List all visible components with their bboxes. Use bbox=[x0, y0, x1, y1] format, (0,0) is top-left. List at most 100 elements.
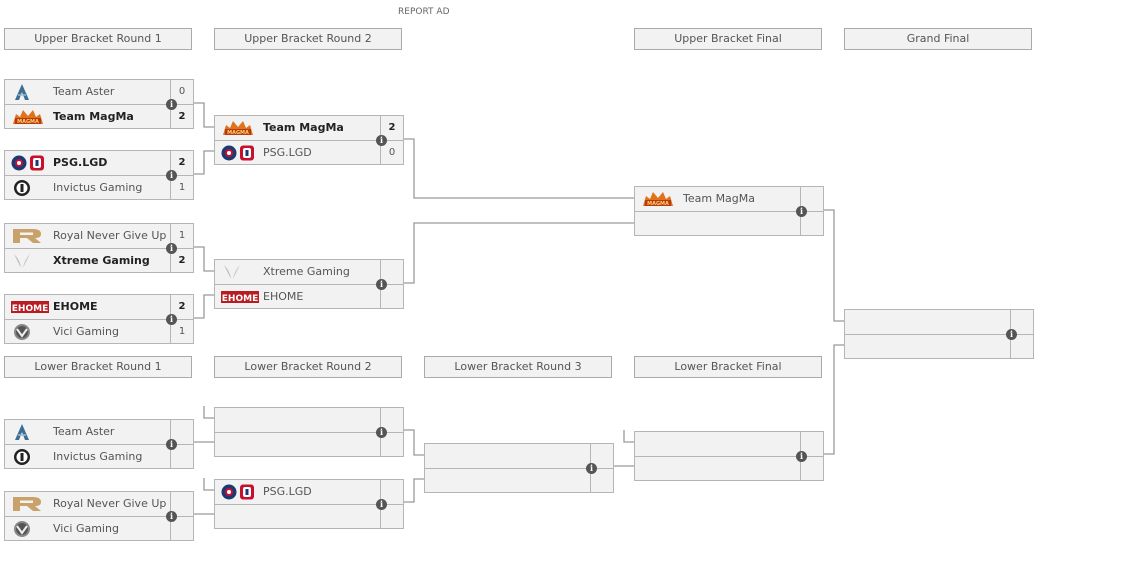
team-name-team-aster[interactable]: Team Aster bbox=[53, 85, 115, 98]
report-ad-link[interactable]: REPORT AD bbox=[398, 7, 450, 17]
team-slot-2[interactable]: Xtreme Gaming bbox=[5, 249, 171, 273]
team-slot-2[interactable]: PSG.LGD bbox=[215, 141, 381, 165]
team-name-xtreme-gaming[interactable]: Xtreme Gaming bbox=[53, 254, 150, 267]
slot-divider bbox=[5, 516, 193, 517]
match-gf[interactable]: i bbox=[844, 309, 1034, 359]
match-info-icon[interactable]: i bbox=[166, 99, 177, 110]
team-slot-2 bbox=[425, 469, 591, 493]
slot-divider bbox=[845, 334, 1033, 335]
psg-lgd-logo-icon bbox=[221, 144, 255, 162]
score-1: 0 bbox=[178, 86, 186, 97]
slot-divider bbox=[5, 319, 193, 320]
magma-logo-icon: MAGMA bbox=[641, 190, 675, 208]
team-slot-1[interactable]: Xtreme Gaming bbox=[215, 260, 381, 284]
header-upper-bracket-final: Upper Bracket Final bbox=[634, 28, 822, 50]
team-slot-1[interactable]: PSG.LGD bbox=[5, 151, 171, 175]
match-lb2a[interactable]: i bbox=[214, 407, 404, 457]
team-name-psg-lgd[interactable]: PSG.LGD bbox=[263, 485, 312, 498]
match-info-icon[interactable]: i bbox=[166, 511, 177, 522]
xtreme-logo-icon bbox=[221, 263, 243, 281]
team-name-ehome[interactable]: EHOME bbox=[263, 290, 304, 303]
ehome-logo-icon: EHOME bbox=[221, 288, 259, 306]
match-info-icon[interactable]: i bbox=[166, 170, 177, 181]
team-slot-2[interactable]: Invictus Gaming bbox=[5, 176, 171, 200]
score-2: 2 bbox=[178, 255, 186, 266]
match-ubf[interactable]: MAGMA Team MagMa i bbox=[634, 186, 824, 236]
team-slot-2[interactable]: Vici Gaming bbox=[5, 320, 171, 344]
match-info-icon[interactable]: i bbox=[376, 135, 387, 146]
team-slot-1[interactable]: Royal Never Give Up bbox=[5, 492, 171, 516]
rng-logo-icon bbox=[11, 495, 43, 513]
slot-divider bbox=[635, 456, 823, 457]
match-info-icon[interactable]: i bbox=[1006, 329, 1017, 340]
team-name-invictus-gaming[interactable]: Invictus Gaming bbox=[53, 181, 143, 194]
match-info-icon[interactable]: i bbox=[376, 427, 387, 438]
team-slot-1[interactable]: Team Aster bbox=[5, 420, 171, 444]
team-name-vici-gaming[interactable]: Vici Gaming bbox=[53, 522, 119, 535]
match-info-icon[interactable]: i bbox=[586, 463, 597, 474]
team-slot-2[interactable]: Vici Gaming bbox=[5, 517, 171, 541]
team-name-team-magma[interactable]: Team MagMa bbox=[263, 121, 344, 134]
slot-divider bbox=[5, 444, 193, 445]
team-name-psg-lgd[interactable]: PSG.LGD bbox=[53, 156, 108, 169]
team-slot-1 bbox=[635, 432, 801, 456]
match-info-icon[interactable]: i bbox=[376, 499, 387, 510]
match-info-icon[interactable]: i bbox=[796, 206, 807, 217]
header-upper-bracket-round-1: Upper Bracket Round 1 bbox=[4, 28, 192, 50]
team-slot-1[interactable]: Team Aster bbox=[5, 80, 171, 104]
team-slot-1[interactable]: MAGMA Team MagMa bbox=[635, 187, 801, 211]
team-slot-1[interactable]: PSG.LGD bbox=[215, 480, 381, 504]
team-name-royal-never-give-up[interactable]: Royal Never Give Up bbox=[53, 497, 167, 510]
score-2: 2 bbox=[178, 111, 186, 122]
slot-divider bbox=[215, 284, 403, 285]
score-1: 2 bbox=[388, 122, 396, 133]
magma-logo-icon: MAGMA bbox=[221, 119, 255, 137]
team-name-team-magma[interactable]: Team MagMa bbox=[53, 110, 134, 123]
match-info-icon[interactable]: i bbox=[166, 314, 177, 325]
header-lower-bracket-round-3: Lower Bracket Round 3 bbox=[424, 356, 612, 378]
team-name-team-magma[interactable]: Team MagMa bbox=[683, 192, 756, 205]
score-1: 2 bbox=[178, 157, 186, 168]
team-slot-2 bbox=[215, 505, 381, 529]
team-slot-1[interactable]: EHOME EHOME bbox=[5, 295, 171, 319]
score-2: 1 bbox=[178, 326, 186, 337]
match-info-icon[interactable]: i bbox=[376, 279, 387, 290]
match-info-icon[interactable]: i bbox=[166, 439, 177, 450]
svg-text:MAGMA: MAGMA bbox=[17, 119, 39, 125]
team-slot-2 bbox=[845, 335, 1011, 359]
invictus-logo-icon bbox=[11, 179, 33, 197]
match-lb2b[interactable]: PSG.LGD i bbox=[214, 479, 404, 529]
match-lb1b[interactable]: Royal Never Give Up Vici Gaming i bbox=[4, 491, 194, 541]
team-name-ehome[interactable]: EHOME bbox=[53, 300, 98, 313]
match-lb3[interactable]: i bbox=[424, 443, 614, 493]
invictus-logo-icon bbox=[11, 448, 33, 466]
team-slot-1[interactable]: Royal Never Give Up bbox=[5, 224, 171, 248]
team-slot-2[interactable]: Invictus Gaming bbox=[5, 445, 171, 469]
team-name-xtreme-gaming[interactable]: Xtreme Gaming bbox=[263, 265, 350, 278]
team-name-psg-lgd[interactable]: PSG.LGD bbox=[263, 146, 312, 159]
team-name-invictus-gaming[interactable]: Invictus Gaming bbox=[53, 450, 143, 463]
team-slot-1 bbox=[845, 310, 1011, 334]
team-name-royal-never-give-up[interactable]: Royal Never Give Up bbox=[53, 229, 167, 242]
slot-divider bbox=[215, 140, 403, 141]
team-slot-2[interactable]: MAGMA Team MagMa bbox=[5, 105, 171, 129]
team-name-team-aster[interactable]: Team Aster bbox=[53, 425, 115, 438]
team-slot-1[interactable]: MAGMA Team MagMa bbox=[215, 116, 381, 140]
slot-divider bbox=[635, 211, 823, 212]
score-2: 1 bbox=[178, 182, 186, 193]
match-lbf[interactable]: i bbox=[634, 431, 824, 481]
team-name-vici-gaming[interactable]: Vici Gaming bbox=[53, 325, 119, 338]
team-slot-2[interactable]: EHOME EHOME bbox=[215, 285, 381, 309]
match-info-icon[interactable]: i bbox=[796, 451, 807, 462]
match-info-icon[interactable]: i bbox=[166, 243, 177, 254]
svg-text:EHOME: EHOME bbox=[12, 304, 48, 314]
slot-divider bbox=[5, 175, 193, 176]
